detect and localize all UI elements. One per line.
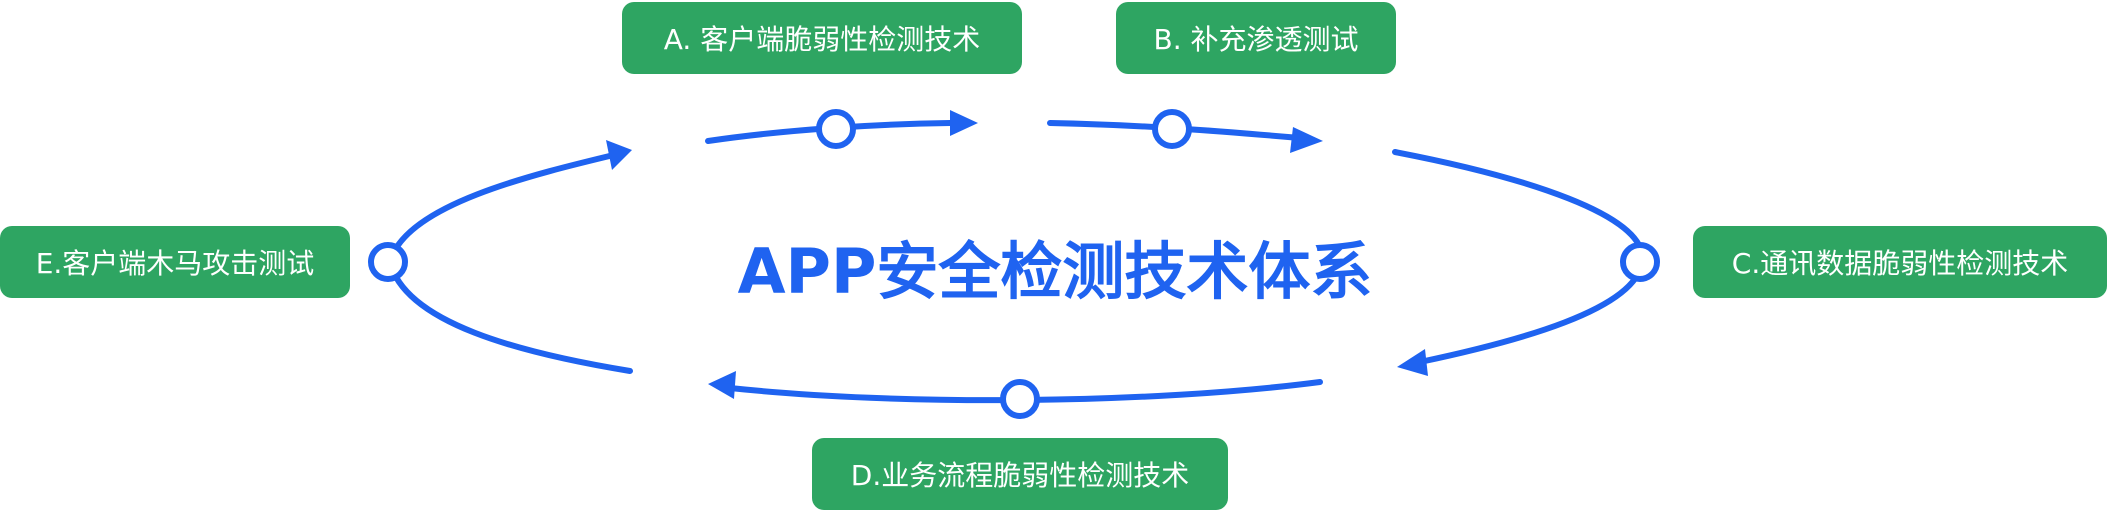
marker-circle-b <box>1152 109 1192 149</box>
node-d-business-process: D.业务流程脆弱性检测技术 <box>812 438 1228 510</box>
arrowhead-under-a <box>950 110 978 136</box>
node-e-trojan-attack-test: E.客户端木马攻击测试 <box>0 226 350 298</box>
arc-e-to-a <box>387 150 625 265</box>
marker-circle-d <box>1000 379 1040 419</box>
arrowhead-d-to-e <box>708 371 736 399</box>
node-a-client-vulnerability: A. 客户端脆弱性检测技术 <box>622 2 1022 74</box>
arrowhead-under-b <box>1290 127 1323 153</box>
arc-b-to-d <box>1392 149 1646 365</box>
marker-circle-c <box>1620 242 1660 282</box>
arrowhead-b-to-d <box>1397 349 1428 376</box>
marker-circle-a <box>816 109 856 149</box>
arrowhead-e-to-a <box>606 140 632 170</box>
marker-circle-e <box>368 242 408 282</box>
node-b-penetration-test: B. 补充渗透测试 <box>1116 2 1396 74</box>
node-c-communication-data: C.通讯数据脆弱性检测技术 <box>1693 226 2107 298</box>
diagram-title: APP安全检测技术体系 <box>737 235 1373 308</box>
arc-lower-left <box>387 259 633 374</box>
